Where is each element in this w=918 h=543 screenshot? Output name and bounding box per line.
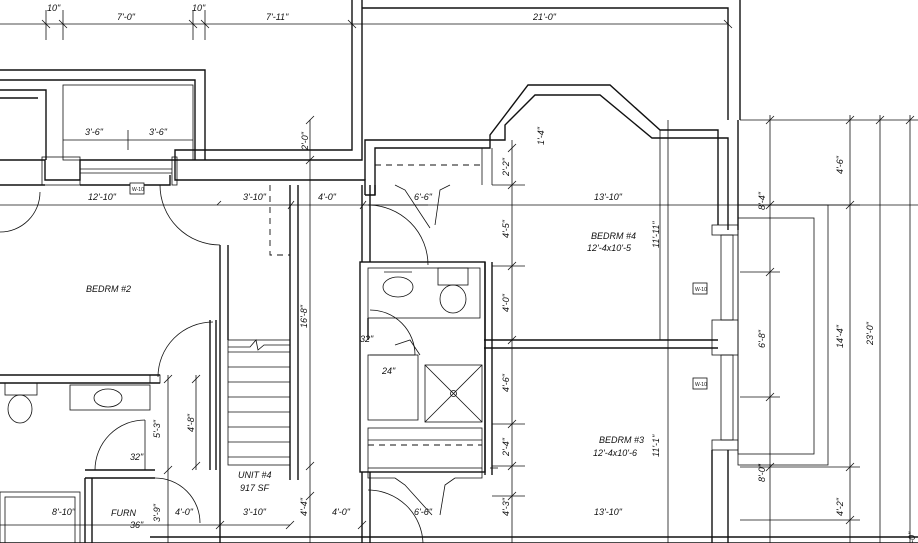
dim-11-1: 11'-1"	[651, 434, 661, 457]
room-label-bedrm4: BEDRM #4	[591, 231, 636, 241]
window-tag-2: W-10	[695, 287, 707, 293]
dim-2-2: 2'-2"	[501, 157, 511, 177]
dim-4-0-bottom-left: 4'-0"	[175, 507, 194, 517]
window-tag-labels: W-10 W-10 W-10	[132, 187, 707, 388]
dim-r-8-0: 8'-0"	[757, 463, 767, 482]
dim-16-8: 16'-8"	[299, 304, 309, 328]
dim-top-10-left: 10"	[47, 3, 61, 13]
dim-32-left: 32"	[130, 452, 144, 462]
dim-top-10-right: 10"	[192, 3, 206, 13]
dim-4-8: 4'-8"	[186, 413, 196, 432]
dim-4-5: 4'-5"	[501, 219, 511, 238]
dim-top-21-0: 21'-0"	[532, 12, 557, 22]
unit-label: UNIT #4	[238, 470, 272, 480]
room-label-bedrm2: BEDRM #2	[86, 284, 131, 294]
dim-6-6-bottom: 6'-6"	[414, 507, 433, 517]
room-size-bedrm4: 12'-4x10'-5	[587, 243, 632, 253]
dim-r-edge: -0"	[907, 531, 917, 543]
dim-4-3: 4'-3"	[501, 497, 511, 516]
room-size-bedrm3: 12'-4x10'-6	[593, 448, 637, 458]
dim-top-7-0: 7'-0"	[117, 12, 136, 22]
dim-4-0-mid: 4'-0"	[501, 293, 511, 312]
dim-2-0: 2'-0"	[300, 131, 310, 151]
dim-4-0-bottom: 4'-0"	[332, 507, 351, 517]
dim-r-8-4: 8'-4"	[757, 191, 767, 210]
dim-3-10-bottom: 3'-10"	[243, 507, 267, 517]
unit-area: 917 SF	[240, 483, 270, 493]
room-label-bedrm3: BEDRM #3	[599, 435, 644, 445]
dim-3-9: 3'-9"	[152, 503, 162, 522]
dim-12-10: 12'-10"	[88, 192, 117, 202]
window-tags	[129, 182, 708, 390]
dim-r-23-0: 23'-0"	[865, 321, 875, 346]
dim-r-14-4: 14'-4"	[835, 324, 845, 348]
dimension-labels: 10" 7'-0" 10" 7'-11" 21'-0" 3'-6" 3'-6" …	[47, 3, 917, 543]
dim-11-11: 11'-11"	[651, 221, 661, 248]
room-labels: BEDRM #2 BEDRM #4 12'-4x10'-5 BEDRM #3 1…	[86, 231, 644, 518]
dim-4-6-mid: 4'-6"	[501, 373, 511, 392]
window-tag-1: W-10	[132, 187, 144, 193]
dim-4-4: 4'-4"	[299, 497, 309, 516]
dim-5-3: 5'-3"	[152, 419, 162, 438]
dim-4-0-top: 4'-0"	[318, 192, 337, 202]
dim-3-10-top: 3'-10"	[243, 192, 267, 202]
dim-24: 24"	[381, 366, 396, 376]
window-tag-3: W-10	[695, 382, 707, 388]
dim-13-10-top: 13'-10"	[594, 192, 623, 202]
dim-win-3-6-a: 3'-6"	[85, 127, 104, 137]
dimension-lines	[0, 10, 918, 543]
door-swings	[0, 184, 456, 543]
dim-8-10: 8'-10"	[52, 507, 76, 517]
dim-win-3-6-b: 3'-6"	[149, 127, 168, 137]
dim-2-4: 2'-4"	[501, 437, 511, 457]
dim-top-7-11: 7'-11"	[266, 12, 289, 22]
dim-13-10-bottom: 13'-10"	[594, 507, 623, 517]
dim-32-top: 32"	[360, 334, 374, 344]
dim-1-4: 1'-4"	[536, 126, 546, 145]
room-label-furn: FURN	[111, 508, 136, 518]
dim-r-4-6: 4'-6"	[835, 155, 845, 174]
dim-6-6-top: 6'-6"	[414, 192, 433, 202]
dim-r-6-8: 6'-8"	[757, 329, 767, 348]
dim-36: 36"	[130, 520, 144, 530]
dim-r-4-2: 4'-2"	[835, 497, 845, 516]
